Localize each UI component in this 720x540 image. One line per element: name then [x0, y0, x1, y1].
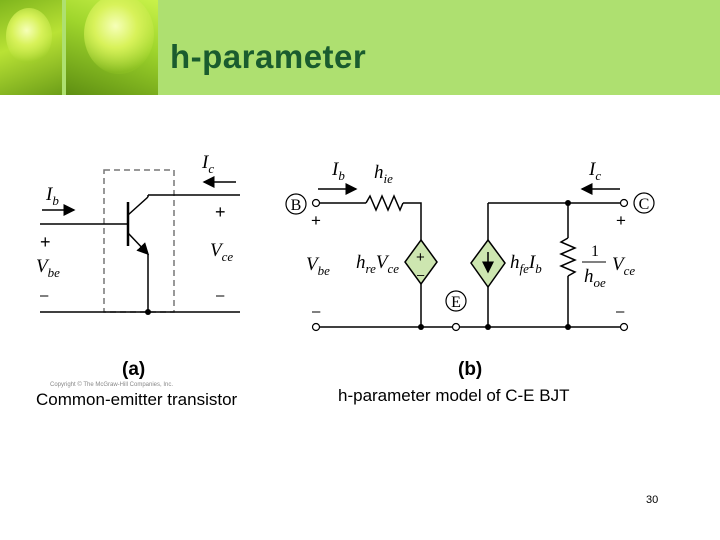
vce-minus-b: –: [616, 303, 625, 320]
vsource-minus: –: [417, 267, 425, 282]
bjt-transistor-symbol: [126, 195, 150, 312]
vce-plus-a: +: [215, 202, 226, 222]
vsource-plus: +: [416, 249, 425, 266]
figure-b: + – B C E Ib hie: [285, 159, 655, 380]
vce-label-a: Vce: [210, 240, 233, 264]
node-e-label: E: [451, 294, 461, 311]
caption-h-parameter-model: h-parameter model of C-E BJT: [338, 386, 570, 405]
vbe-minus-a: –: [40, 287, 49, 304]
vbe-label-a: Vbe: [36, 256, 60, 280]
node-b-circle: [285, 193, 307, 215]
hfe-ib-label: hfeIb: [510, 252, 542, 276]
vbe-minus-b: –: [312, 303, 321, 320]
node-c-label: C: [639, 196, 650, 213]
vce-plus-b: +: [616, 211, 626, 230]
hie-resistor: [365, 194, 404, 212]
hoe-resistor: [559, 237, 577, 277]
node-e-circle: [445, 290, 467, 312]
vbe-plus-a: +: [40, 232, 51, 252]
ib-label-a: Ib: [45, 184, 59, 208]
node-b-label: B: [291, 197, 302, 214]
hoe-numerator: 1: [591, 243, 599, 260]
vbe-label-b: Vbe: [306, 254, 330, 278]
hie-label: hie: [374, 162, 393, 186]
light-bulb-image-left: [0, 0, 62, 95]
vbe-plus-b: +: [311, 211, 321, 230]
node-c-circle: [633, 192, 655, 214]
vce-label-b: Vce: [612, 254, 635, 278]
figure-b-label: (b): [458, 359, 482, 380]
hre-vce-label: hreVce: [356, 252, 399, 276]
header-banner: h-parameter: [0, 0, 720, 95]
ib-label-b: Ib: [331, 159, 345, 183]
copyright-notice: Copyright © The McGraw-Hill Companies, I…: [50, 382, 174, 388]
caption-common-emitter: Common-emitter transistor: [36, 390, 238, 409]
light-bulb-image-right: [66, 0, 158, 95]
transistor-dashed-box: [103, 169, 175, 313]
hoe-denominator: hoe: [584, 266, 606, 290]
vce-minus-a: –: [216, 287, 225, 304]
page-number: 30: [646, 494, 659, 506]
ic-label-b: Ic: [588, 159, 601, 183]
emitter-junction-dot: [145, 309, 151, 315]
slide-title: h-parameter: [170, 38, 367, 75]
figure-a-label: (a): [122, 359, 145, 380]
figure-a: Ic Ib + Vbe – + Vce – (a): [36, 152, 240, 380]
ic-label-a: Ic: [201, 152, 214, 176]
